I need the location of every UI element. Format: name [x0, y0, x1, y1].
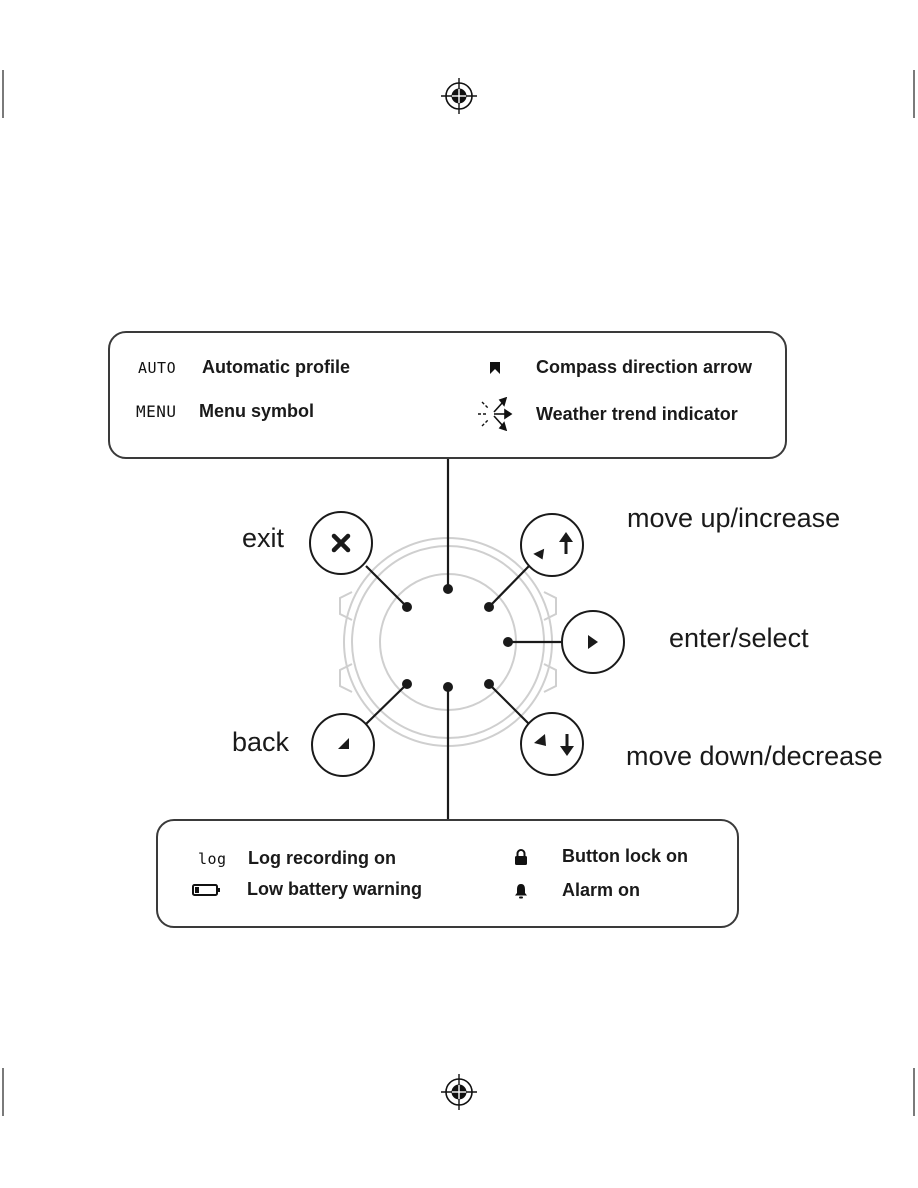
- move-up-label: move up/increase: [627, 503, 841, 533]
- auto-symbol: AUTO: [138, 358, 177, 377]
- legend-item-compass: Compass direction arrow: [488, 357, 752, 378]
- exit-label: exit: [242, 523, 285, 553]
- up-button[interactable]: [520, 513, 584, 577]
- legend-label: Alarm on: [562, 880, 641, 900]
- legend-label: Button lock on: [562, 846, 688, 866]
- arrow-up-icon: [559, 532, 573, 554]
- legend-item-alarm: Alarm on: [514, 880, 640, 901]
- legend-label: Log recording on: [248, 848, 396, 868]
- legend-item-lock: Button lock on: [514, 846, 688, 867]
- connector-lines: [365, 458, 562, 820]
- legend-label: Menu symbol: [199, 401, 315, 421]
- enter-button[interactable]: [561, 610, 625, 674]
- bottom-legend-box: log Log recording on Low battery warning…: [156, 819, 739, 928]
- log-symbol: log: [198, 849, 227, 868]
- legend-label: Weather trend indicator: [536, 403, 738, 424]
- legend-item-log: log Log recording on: [198, 848, 396, 869]
- enter-select-label: enter/select: [669, 623, 809, 653]
- top-legend-box: AUTO Automatic profile MENU Menu symbol …: [108, 331, 787, 459]
- back-button[interactable]: [311, 713, 375, 777]
- bell-icon: [514, 882, 528, 900]
- back-label: back: [232, 727, 290, 757]
- play-right-icon: [588, 635, 598, 649]
- legend-item-battery: Low battery warning: [192, 879, 422, 900]
- registration-mark-icon: [441, 78, 477, 114]
- legend-label: Low battery warning: [247, 879, 423, 899]
- legend-label: Automatic profile: [202, 357, 351, 377]
- small-triangle-icon: [534, 734, 546, 746]
- weather-trend-icon: [474, 396, 514, 432]
- compass-arrow-icon: [488, 361, 502, 375]
- exit-button[interactable]: [309, 511, 373, 575]
- registration-mark-icon: [441, 1074, 477, 1110]
- menu-symbol: MENU: [136, 402, 177, 421]
- legend-item-auto: AUTO Automatic profile: [138, 357, 350, 378]
- move-down-label: move down/decrease: [626, 741, 883, 771]
- battery-low-icon: [192, 882, 222, 898]
- down-button[interactable]: [520, 712, 584, 776]
- legend-item-menu: MENU Menu symbol: [136, 401, 314, 422]
- arrow-down-icon: [560, 734, 574, 756]
- lock-icon: [514, 848, 528, 866]
- legend-label: Compass direction arrow: [536, 357, 753, 377]
- close-icon: [331, 533, 351, 553]
- small-triangle-icon: [533, 548, 545, 560]
- play-left-icon: [338, 738, 349, 749]
- legend-item-weather: Weather trend indicator: [474, 396, 738, 432]
- connector-dots: [402, 584, 513, 692]
